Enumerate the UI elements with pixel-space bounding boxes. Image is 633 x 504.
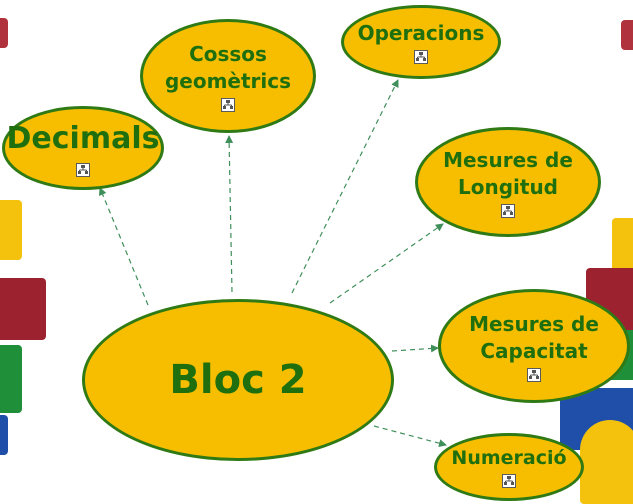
node-mesures-longitud[interactable]: Mesures de Longitud (415, 127, 601, 237)
node-mesures-capacitat[interactable]: Mesures de Capacitat (438, 289, 630, 403)
concept-map-icon[interactable] (502, 474, 516, 489)
toy-block-yellow-left (0, 200, 22, 260)
concept-map-icon[interactable] (76, 162, 90, 177)
concept-map-icon[interactable] (501, 203, 515, 218)
node-capacitat-label-line1: Mesures de (469, 311, 599, 336)
link-center-operacions (291, 79, 399, 294)
node-cossos-geometrics[interactable]: Cossos geomètrics (140, 19, 316, 133)
link-center-cossos (225, 135, 234, 293)
node-operacions-label: Operacions (357, 21, 485, 45)
node-longitud-label-line2: Longitud (457, 174, 558, 199)
toy-block-yellow-right (612, 218, 633, 274)
node-longitud-label-line1: Mesures de (443, 147, 573, 172)
node-numeracio[interactable]: Numeració (434, 433, 584, 501)
toy-block-green-left (0, 345, 22, 413)
toy-block-red-top-left (0, 18, 8, 48)
link-center-capacitat (391, 344, 439, 353)
toy-block-red-top-right (621, 20, 633, 50)
toy-block-red-left (0, 278, 46, 340)
node-bloc-2[interactable]: Bloc 2 (82, 299, 394, 461)
concept-map-icon[interactable] (221, 97, 235, 112)
link-center-decimals (98, 187, 149, 306)
node-decimals-label: Decimals (6, 121, 160, 157)
link-center-numeracio (373, 425, 447, 448)
node-bloc-2-label: Bloc 2 (169, 357, 307, 403)
node-cossos-label-line2: geomètrics (164, 68, 292, 93)
link-center-longitud (329, 223, 444, 304)
toy-block-blue-left (0, 415, 8, 455)
node-capacitat-label-line2: Capacitat (480, 338, 588, 363)
node-numeracio-label: Numeració (451, 446, 567, 469)
node-cossos-label-line1: Cossos (189, 41, 267, 66)
concept-map-icon[interactable] (414, 50, 428, 64)
concept-map-icon[interactable] (527, 367, 541, 382)
node-operacions[interactable]: Operacions (341, 5, 501, 79)
node-decimals[interactable]: Decimals (2, 106, 164, 190)
toy-block-yellow-arch-right (580, 420, 633, 504)
